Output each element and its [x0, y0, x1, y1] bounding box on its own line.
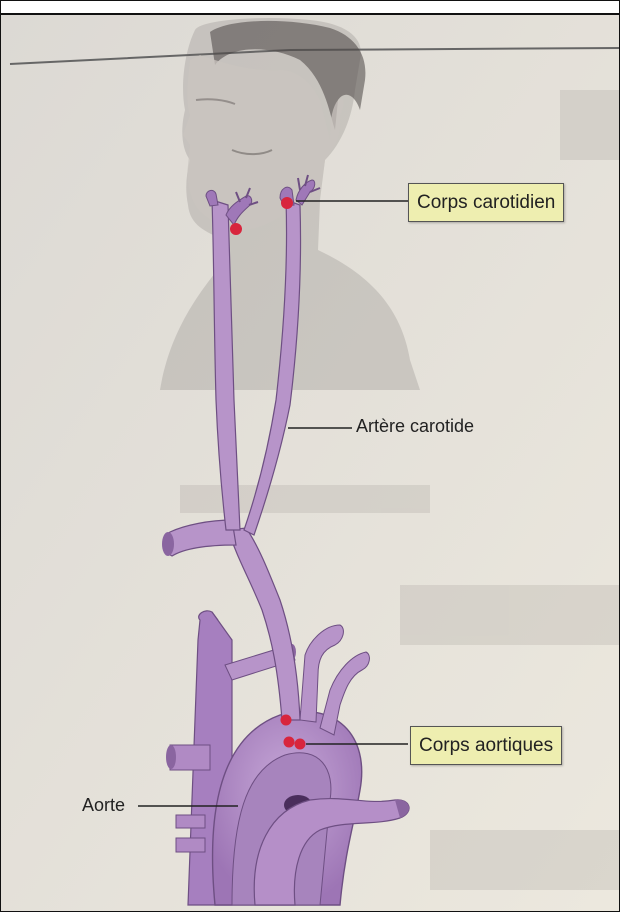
aortic-body-dot	[284, 737, 295, 748]
carotid-body-dot-left	[230, 223, 242, 235]
aorta-label: Aorte	[82, 795, 125, 816]
aortic-body-dot	[295, 739, 306, 750]
aortic-bodies-label: Corps aortiques	[410, 726, 562, 765]
carotid-body-dot-right	[281, 197, 293, 209]
carotid-body-label: Corps carotidien	[408, 183, 564, 222]
carotid-artery-label: Artère carotide	[356, 416, 474, 437]
aortic-body-dot	[281, 715, 292, 726]
